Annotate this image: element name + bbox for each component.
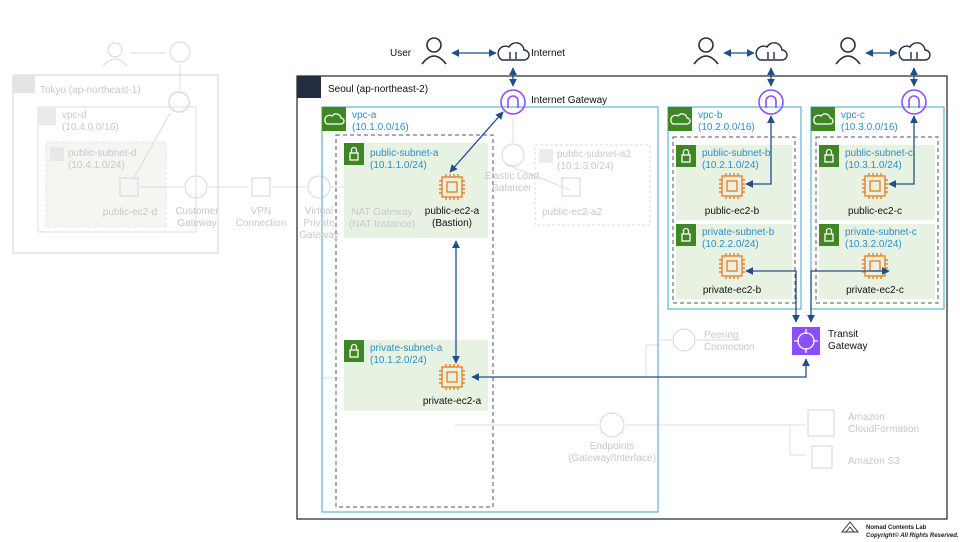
igw-b-icon bbox=[758, 89, 784, 115]
vpc-c-az bbox=[815, 136, 939, 304]
public-subnet-d-name: public-subnet-d bbox=[68, 148, 137, 159]
user-icons bbox=[421, 37, 861, 65]
vpc-a-box bbox=[321, 106, 659, 513]
nomad-logo bbox=[840, 521, 860, 533]
igw-c-icon bbox=[901, 89, 927, 115]
private-subnet-c-name: private-subnet-c bbox=[845, 227, 917, 238]
lock-icons bbox=[349, 146, 834, 358]
vpc-a-cidr: (10.1.0.0/16) bbox=[352, 122, 409, 133]
vpc-c-icon bbox=[811, 107, 835, 131]
vpc-d-cidr: (10.4.0.0/16) bbox=[62, 122, 119, 133]
vpc-a-name: vpc-a bbox=[352, 110, 377, 121]
tokyo-region-label: Tokyo (ap-northeast-1) bbox=[40, 85, 141, 96]
seoul-region bbox=[296, 75, 948, 520]
public-subnet-a-cidr: (10.1.1.0/24) bbox=[370, 160, 427, 171]
seoul-region-label: Seoul (ap-northeast-2) bbox=[328, 84, 429, 95]
private-subnet-b-name: private-subnet-b bbox=[702, 227, 775, 238]
public-ec2-c-label: public-ec2-c bbox=[848, 206, 902, 217]
user-icon-a bbox=[421, 37, 447, 65]
vpc-b-az bbox=[672, 136, 796, 304]
internet-cloud-icon-c bbox=[898, 42, 931, 61]
private-subnet-a-cidr: (10.1.2.0/24) bbox=[370, 355, 427, 366]
internet-label: Internet bbox=[531, 48, 565, 59]
tokyo-region-ghost bbox=[12, 41, 360, 254]
elb-label: Elastic Load Balancer bbox=[484, 171, 540, 194]
user-icon-c bbox=[835, 37, 861, 65]
public-subnet-c-icon bbox=[819, 145, 839, 167]
public-ec2-d-label: public-ec2-d bbox=[102, 207, 158, 218]
public-ec2-a-icon bbox=[439, 174, 465, 200]
customer-gateway-label: Customer Gateway bbox=[175, 206, 219, 229]
vpc-c-cidr: (10.3.0.0/16) bbox=[841, 122, 898, 133]
public-subnet-a-icon bbox=[344, 143, 364, 165]
public-subnet-b-cidr: (10.2.1.0/24) bbox=[702, 160, 759, 171]
vpc-c-name: vpc-c bbox=[841, 110, 865, 121]
public-ec2-a-label: public-ec2-a bbox=[424, 206, 480, 217]
public-ec2-b-icon bbox=[719, 173, 745, 199]
public-subnet-a2-name: public-subnet-a2 bbox=[557, 149, 631, 160]
peering-connection-label: Peering Connection bbox=[704, 330, 755, 353]
private-subnet-b-cidr: (10.2.2.0/24) bbox=[702, 239, 759, 250]
footer-copyright: Copyright© All Rights Reserved. bbox=[866, 533, 959, 539]
virtual-private-gateway-label: Virtual Private Gateway bbox=[299, 206, 339, 241]
transit-gateway-icon bbox=[792, 327, 820, 355]
private-subnet-a-icon bbox=[344, 340, 364, 362]
private-ec2-b-label: private-ec2-b bbox=[702, 285, 762, 296]
public-subnet-d-cidr: (10.4.1.0/24) bbox=[68, 160, 125, 171]
internet-gateway-icons bbox=[500, 89, 927, 115]
private-subnet-b-icon bbox=[676, 224, 696, 246]
endpoints-label: Endpoints (Gateway/Interface) bbox=[568, 441, 656, 464]
public-subnet-a2-cidr: (10.1.3.0/24) bbox=[557, 161, 614, 172]
private-subnet-c-icon bbox=[819, 224, 839, 246]
connection-arrows bbox=[449, 49, 918, 381]
aws-logo bbox=[297, 76, 321, 98]
vpc-b-icon bbox=[668, 107, 692, 131]
cloudformation-label: Amazon CloudFormation bbox=[848, 412, 920, 435]
transit-gateway-label-1: Transit bbox=[828, 329, 859, 340]
internet-gateway-label: Internet Gateway bbox=[531, 95, 608, 106]
vpc-a-icon bbox=[322, 107, 346, 131]
public-ec2-a2-label: public-ec2-a2 bbox=[541, 207, 603, 218]
public-subnet-b-name: public-subnet-b bbox=[702, 148, 771, 159]
user-label: User bbox=[390, 48, 412, 59]
private-ec2-b-icon bbox=[719, 253, 745, 279]
private-ec2-c-label: private-ec2-c bbox=[846, 285, 904, 296]
user-icon-b bbox=[693, 37, 719, 65]
public-ec2-a-role: (Bastion) bbox=[431, 218, 473, 229]
public-subnet-c-cidr: (10.3.1.0/24) bbox=[845, 160, 902, 171]
footer-title: Nomad Contents Lab bbox=[866, 525, 927, 531]
internet-cloud-icon-a bbox=[497, 42, 530, 61]
vpc-b-cidr: (10.2.0.0/16) bbox=[698, 122, 755, 133]
vpn-connection-label: VPN Connection bbox=[235, 206, 287, 229]
public-subnet-a-name: public-subnet-a bbox=[370, 148, 439, 159]
vpc-a-az bbox=[335, 134, 494, 508]
public-ec2-b-label: public-ec2-b bbox=[704, 206, 760, 217]
vpc-b-name: vpc-b bbox=[698, 110, 723, 121]
public-subnet-b-icon bbox=[676, 145, 696, 167]
public-ec2-c-icon bbox=[862, 173, 888, 199]
vpc-b-box bbox=[667, 106, 802, 310]
private-subnet-a-name: private-subnet-a bbox=[370, 343, 443, 354]
igw-a-icon bbox=[500, 89, 526, 115]
s3-label: Amazon S3 bbox=[848, 456, 900, 467]
internet-cloud-icons bbox=[497, 42, 931, 61]
vpc-d-name: vpc-d bbox=[62, 110, 87, 121]
private-subnet-c-cidr: (10.3.2.0/24) bbox=[845, 239, 902, 250]
transit-gateway-label-2: Gateway bbox=[828, 341, 868, 352]
private-ec2-a-label: private-ec2-a bbox=[422, 396, 482, 407]
nat-gateway-label: NAT Gateway (NAT Instance) bbox=[348, 207, 416, 230]
public-subnet-c-name: public-subnet-c bbox=[845, 148, 913, 159]
vpc-cloud-icons bbox=[324, 113, 834, 125]
private-ec2-a-icon bbox=[439, 364, 465, 390]
internet-cloud-icon-b bbox=[755, 42, 788, 61]
